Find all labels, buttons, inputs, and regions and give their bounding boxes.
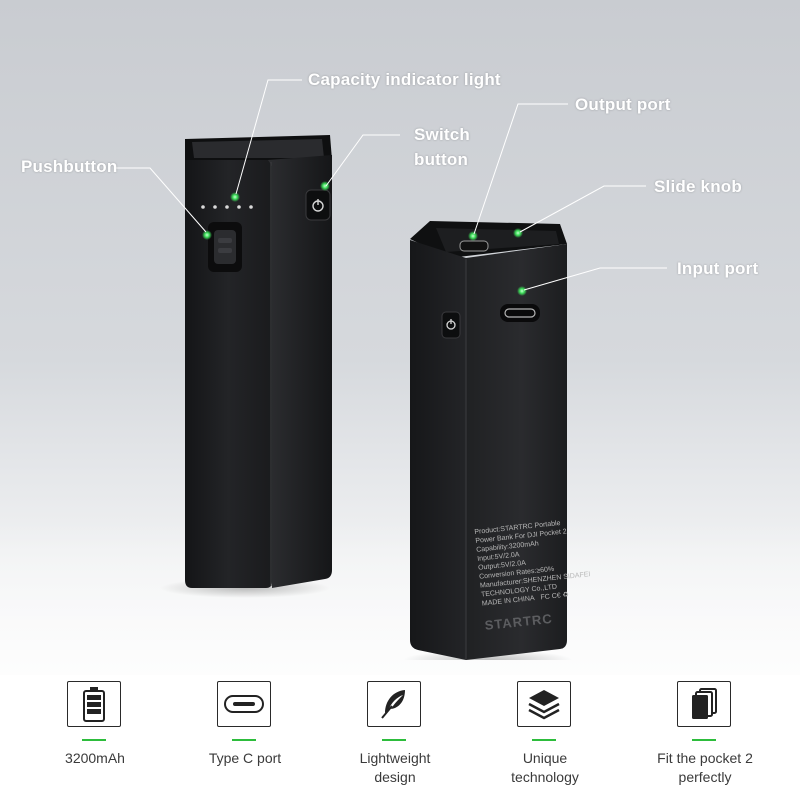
battery-icon <box>67 681 121 727</box>
callout-pushbutton: Pushbutton <box>21 157 118 176</box>
pushbutton-slider <box>202 222 242 272</box>
callout-switch-button: Switch button <box>414 122 470 172</box>
feature-label: Type C port <box>170 749 320 768</box>
feature-label-line2: design <box>374 769 416 785</box>
feature-label-line2: technology <box>511 769 579 785</box>
cards-icon <box>677 681 731 727</box>
callout-switch-button-line2: button <box>414 150 469 169</box>
feature-accent-bar <box>532 739 556 741</box>
feature-accent-bar <box>382 739 406 741</box>
feature-label-line1: Unique <box>522 750 568 766</box>
callout-slide-knob: Slide knob <box>654 177 742 196</box>
callout-input-port: Input port <box>677 259 759 278</box>
floor-reflection <box>0 520 800 680</box>
feature-label: Lightweight design <box>320 749 470 787</box>
layers-icon <box>517 681 571 727</box>
callout-output-port: Output port <box>575 95 671 114</box>
feature-label: 3200mAh <box>20 749 170 768</box>
product-scene <box>160 135 573 660</box>
feature-label: Fit the pocket 2 perfectly <box>630 749 780 787</box>
feature-accent-bar <box>232 739 256 741</box>
feature-label: Unique technology <box>470 749 620 787</box>
feature-label-line1: Type C port <box>208 750 282 766</box>
usb-c-port-icon <box>217 681 271 727</box>
callout-switch-button-line1: Switch <box>414 125 470 144</box>
switch-button <box>305 181 331 221</box>
callout-capacity-indicator-light: Capacity indicator light <box>308 70 501 89</box>
right-switch-button <box>441 311 461 339</box>
feather-icon <box>367 681 421 727</box>
features-strip: 3200mAh Type C port <box>0 675 800 800</box>
left-power-bank <box>185 135 332 588</box>
feature-accent-bar <box>82 739 106 741</box>
feature-label-line2: perfectly <box>678 769 732 785</box>
right-power-bank <box>410 221 567 660</box>
product-label-plate: Product:STARTRC Portable Power Bank For … <box>474 513 622 608</box>
feature-label-line1: Lightweight <box>359 750 431 766</box>
feature-label-line1: 3200mAh <box>65 750 125 766</box>
feature-label-line1: Fit the pocket 2 <box>657 750 753 766</box>
feature-accent-bar <box>692 739 716 741</box>
